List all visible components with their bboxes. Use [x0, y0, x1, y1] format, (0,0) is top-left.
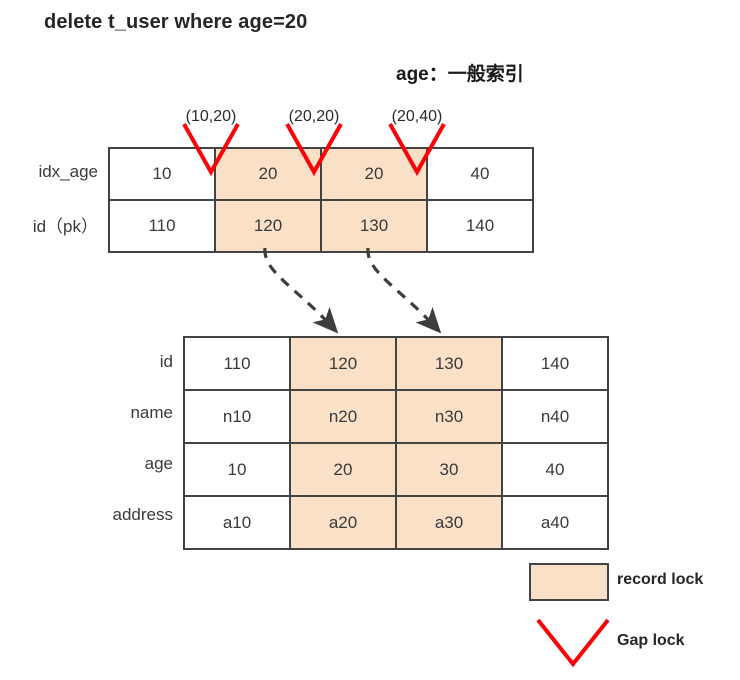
data-cell-address-3: a40: [501, 495, 609, 550]
data-cell-id-2: 130: [395, 336, 503, 391]
index-cell-age-0: 10: [108, 147, 216, 201]
data-cell-age-0: 10: [183, 442, 291, 497]
data-cell-name-1: n20: [289, 389, 397, 444]
index-row-label-id-pk: id（pk）: [32, 217, 98, 236]
index-row-label-idx_age: idx_age: [38, 162, 98, 181]
data-cell-id-0: 110: [183, 336, 291, 391]
data-cell-name-0: n10: [183, 389, 291, 444]
gap-lock-caption-1: (10,20): [185, 108, 237, 125]
data-cell-name-3: n40: [501, 389, 609, 444]
data-cell-id-3: 140: [501, 336, 609, 391]
pointer-arrow-120: [263, 247, 339, 334]
data-cell-age-2: 30: [395, 442, 503, 497]
table-row: 10 20 30 40: [183, 442, 609, 497]
index-cell-age-3: 40: [426, 147, 534, 201]
index-cell-id-2: 130: [320, 199, 428, 253]
table-row: 10 20 20 40: [108, 147, 534, 201]
index-cell-id-0: 110: [108, 199, 216, 253]
data-row-label-age: age: [144, 454, 173, 473]
index-cell-age-2: 20: [320, 147, 428, 201]
data-row-label-name: name: [130, 403, 173, 422]
index-type-note: age：一般索引: [396, 64, 524, 85]
gap-lock-caption-3: (20,40): [391, 108, 443, 125]
sql-statement-title: delete t_user where age=20: [44, 11, 308, 33]
data-row-label-address: address: [112, 505, 173, 524]
data-cell-name-2: n30: [395, 389, 503, 444]
legend-record-lock-swatch: [529, 563, 609, 601]
index-cell-id-1: 120: [214, 199, 322, 253]
index-cell-age-1: 20: [214, 147, 322, 201]
data-cell-address-2: a30: [395, 495, 503, 550]
data-cell-id-1: 120: [289, 336, 397, 391]
data-row-label-id: id: [159, 352, 173, 371]
table-row: 110 120 130 140: [183, 336, 609, 391]
data-cell-age-1: 20: [289, 442, 397, 497]
legend-gap-lock-label: Gap lock: [617, 632, 685, 649]
table-row: a10 a20 a30 a40: [183, 495, 609, 550]
table-row: n10 n20 n30 n40: [183, 389, 609, 444]
legend-record-lock-label: record lock: [617, 571, 704, 588]
secondary-index-table: 10 20 20 40 110 120 130 140: [108, 147, 534, 253]
clustered-index-table: 110 120 130 140 n10 n20 n30 n40 10 20 30…: [183, 336, 609, 550]
data-cell-address-0: a10: [183, 495, 291, 550]
data-cell-address-1: a20: [289, 495, 397, 550]
table-row: 110 120 130 140: [108, 199, 534, 253]
legend-gap-lock-icon: [536, 618, 610, 668]
index-cell-id-3: 140: [426, 199, 534, 253]
gap-lock-caption-2: (20,20): [288, 108, 340, 125]
pointer-arrow-130: [366, 247, 442, 334]
data-cell-age-3: 40: [501, 442, 609, 497]
